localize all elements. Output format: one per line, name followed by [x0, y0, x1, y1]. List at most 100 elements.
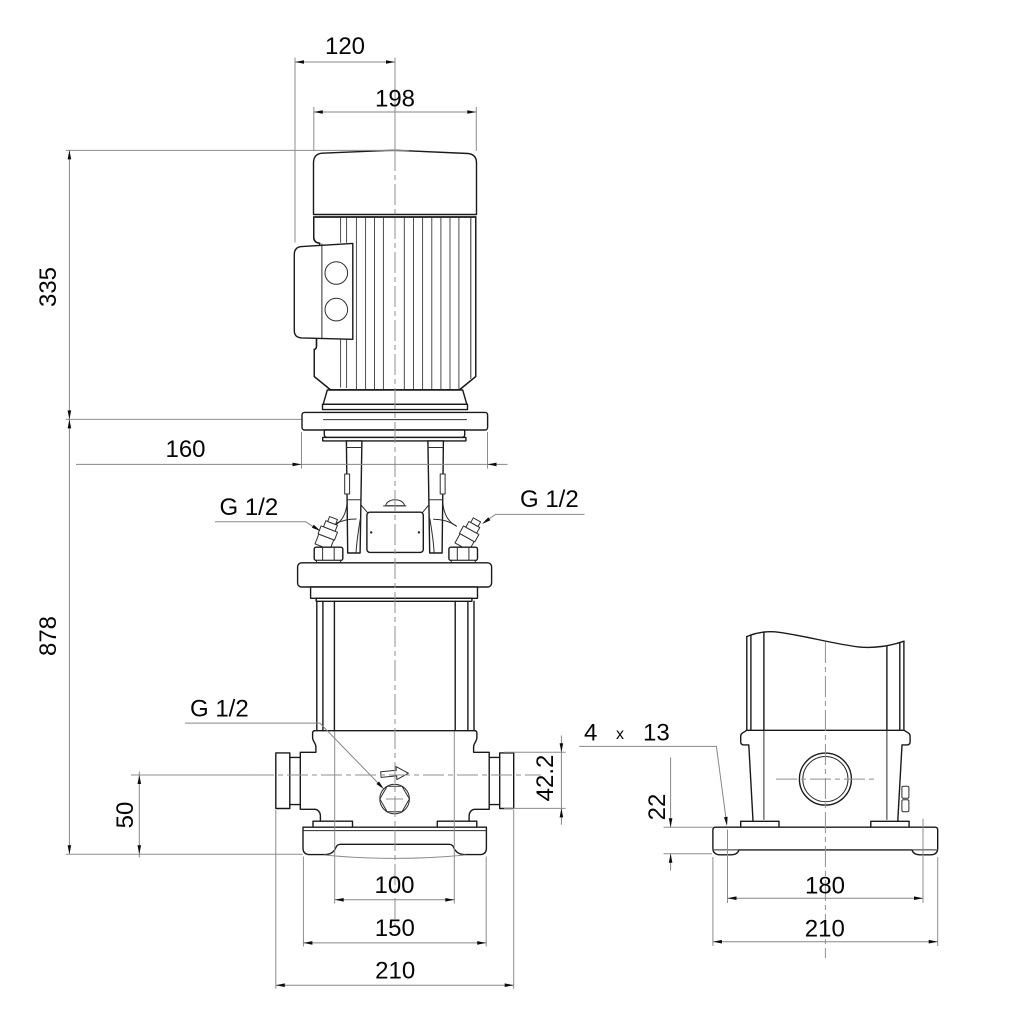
detail-shape-4 [327, 516, 338, 525]
detail-line-14 [322, 546, 335, 561]
dim-50: 50 [112, 771, 253, 858]
mounting-holes-count: 4 [584, 720, 597, 747]
arrowhead-9 [292, 462, 302, 467]
dimension-line-8 [184, 722, 383, 788]
arrowhead-26 [668, 853, 673, 863]
label-drain-plug-text: G 1/2 [190, 696, 249, 723]
arrowhead-16 [559, 743, 564, 753]
arrowhead-14 [137, 775, 142, 784]
arrowhead-20 [303, 941, 313, 945]
arrowhead-5 [67, 150, 72, 160]
outline-line-6 [468, 730, 490, 822]
pump-head-collar [309, 586, 479, 600]
arrowhead-1 [295, 60, 304, 64]
label-vent-plug-right-text: G 1/2 [520, 486, 579, 513]
guard-slot-left [344, 473, 351, 495]
dim-42-2: 42.2 [504, 735, 566, 825]
dim-198-label: 198 [375, 86, 415, 113]
dim-120-label: 120 [325, 33, 365, 60]
arrowhead-2 [386, 60, 395, 64]
side-plug-boss-bottom [901, 799, 910, 813]
dim-198: 198 [313, 86, 477, 151]
side-view [712, 630, 939, 958]
outline-shape-2 [448, 546, 479, 562]
extension-line-10 [334, 731, 455, 904]
coupling-screw-left [370, 531, 373, 534]
pump-sleeve [333, 600, 456, 732]
arrowhead-23 [504, 983, 514, 987]
extension-line-14 [727, 818, 924, 903]
label-vent-plug-left-text: G 1/2 [220, 494, 279, 521]
dim-22: 22 [644, 757, 713, 871]
outline-line-2 [313, 216, 321, 244]
shaft-guard-right [427, 440, 445, 554]
dim-150-label: 150 [375, 915, 415, 942]
extension-line-9 [504, 751, 566, 809]
coupling-area [332, 440, 458, 554]
arrowhead-30 [928, 939, 938, 944]
shaft-guard-left [345, 440, 363, 554]
extension-line-12 [275, 810, 515, 989]
dim-210-front: 210 [275, 810, 515, 989]
arrowhead-28 [914, 896, 923, 900]
dim-100: 100 [334, 731, 455, 904]
dimension-line-7 [483, 513, 585, 524]
motor-cooling-fins [340, 217, 460, 390]
extension-line-11 [302, 856, 487, 947]
chamber-foot-right [436, 820, 478, 828]
dim-210-side: 210 [712, 857, 939, 946]
discharge-port-flange [499, 752, 515, 810]
arrowhead-12 [482, 517, 491, 524]
label-vent-plug-left: G 1/2 [215, 494, 321, 531]
dim-22-label: 22 [644, 794, 671, 821]
arrowhead-6 [67, 410, 72, 420]
dim-335-label: 335 [35, 267, 62, 307]
extension-line-7 [301, 432, 488, 469]
outline-line-9 [740, 729, 754, 822]
arrowhead-22 [275, 983, 285, 987]
motor-flange-band [322, 436, 467, 442]
mounting-holes-separator: x [616, 726, 624, 743]
detail-line-12 [361, 505, 429, 514]
arrowhead-25 [668, 818, 673, 828]
pump-head-collar-step [315, 597, 473, 602]
dimension-line-14 [579, 745, 728, 824]
dim-100-label: 100 [374, 872, 414, 899]
detail-line-9 [433, 518, 457, 526]
dim-210-front-label: 210 [375, 958, 415, 985]
outline-line-7 [289, 756, 501, 806]
arrowhead-13 [376, 781, 384, 790]
side-foot-left [740, 820, 780, 828]
extension-line-4 [313, 107, 477, 151]
arrowhead-15 [137, 845, 142, 855]
label-vent-plug-right: G 1/2 [482, 486, 585, 524]
side-sleeve [763, 631, 888, 731]
chamber-foot-left [312, 820, 354, 828]
dim-335: 335 [35, 149, 409, 420]
extension-line-15 [712, 857, 939, 946]
arrowhead-8 [67, 845, 72, 855]
arrowhead-17 [559, 808, 564, 818]
arrowhead-21 [477, 941, 487, 945]
cable-gland-hole-bottom [324, 297, 349, 322]
dim-210-side-label: 210 [805, 916, 845, 943]
dim-160-label: 160 [165, 436, 205, 463]
side-foot-right [870, 820, 910, 828]
detail-line-17 [763, 730, 888, 820]
vent-plug-left [314, 516, 339, 551]
detail-line-10 [355, 518, 361, 553]
dim-160: 160 [76, 432, 508, 469]
dim-878-label: 878 [35, 616, 62, 656]
coupling-screw-right [417, 531, 421, 534]
label-mounting-holes: 4 x 13 [579, 720, 728, 826]
arrowhead-7 [67, 419, 72, 429]
arrowhead-27 [727, 896, 737, 900]
outline-shape-1 [313, 546, 344, 562]
detail-line-11 [429, 518, 435, 553]
arrowhead-4 [467, 110, 477, 114]
side-tie-rods [746, 634, 905, 731]
tie-rods [316, 600, 475, 732]
arrowhead-18 [334, 898, 344, 902]
suction-port-flange [275, 752, 291, 810]
